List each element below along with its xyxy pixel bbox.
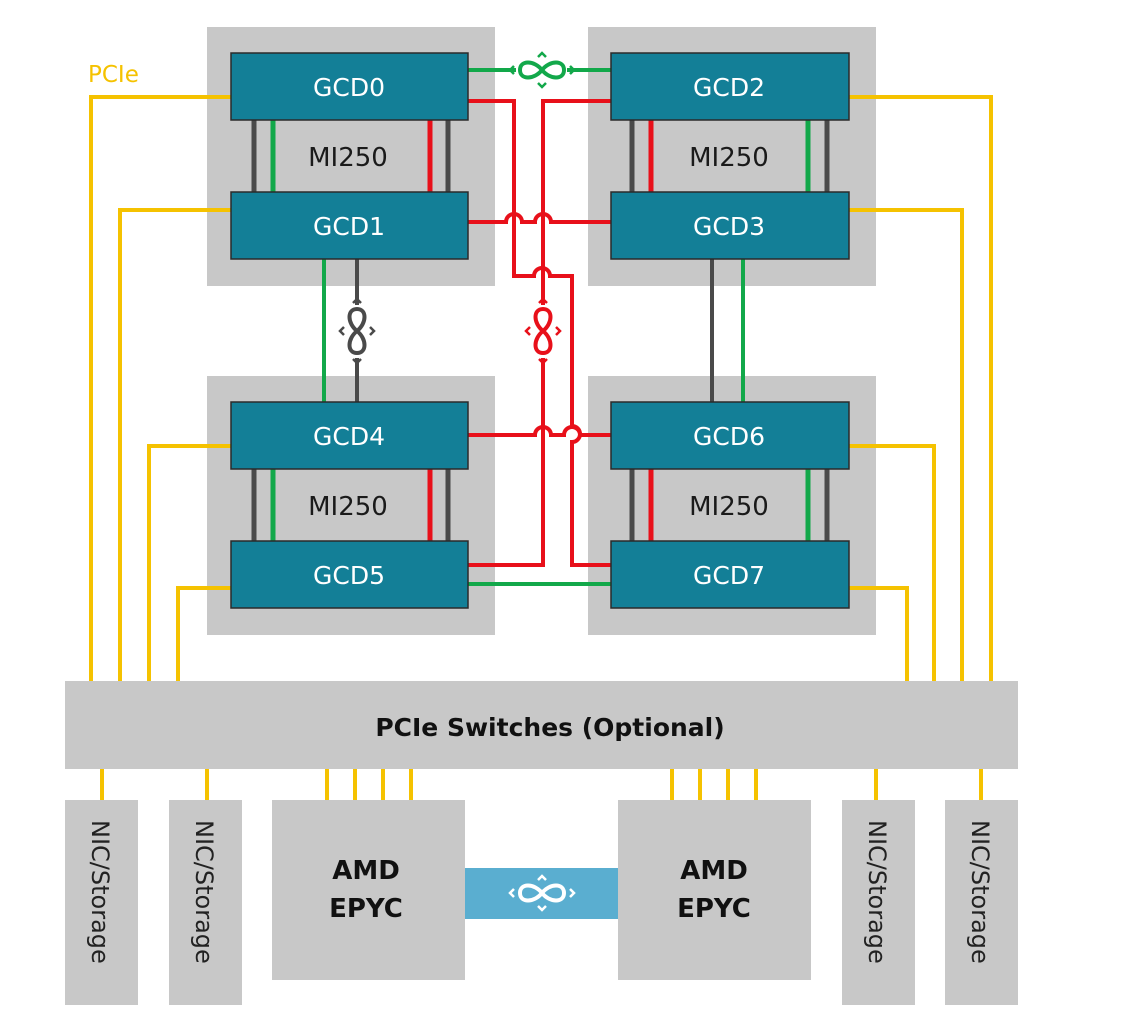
cpu-epyc-2: AMD EPYC	[618, 800, 811, 980]
cpu-epyc-2-line1: AMD	[680, 856, 748, 886]
infinity-fabric-icon-green	[508, 51, 576, 89]
nic-storage-2: NIC/Storage	[169, 800, 242, 1005]
nic-storage-3: NIC/Storage	[842, 800, 915, 1005]
gcd-1-label: GCD1	[313, 212, 385, 241]
gcd-5-label: GCD5	[313, 561, 385, 590]
gcd-0: GCD0	[230, 52, 469, 121]
gcd-6-label: GCD6	[693, 422, 765, 451]
inter-package-links	[322, 68, 745, 586]
gcd-6: GCD6	[610, 401, 850, 470]
gcd-7: GCD7	[610, 540, 850, 609]
gcd-7-label: GCD7	[693, 561, 765, 590]
pcie-links	[89, 95, 993, 800]
mi250-package-4-label: MI250	[689, 492, 769, 522]
mi250-package-3-label: MI250	[308, 492, 388, 522]
gcd-2-label: GCD2	[693, 73, 765, 102]
gcd-3: GCD3	[610, 191, 850, 260]
gcd-3-label: GCD3	[693, 212, 765, 241]
nic-storage-1: NIC/Storage	[65, 800, 138, 1005]
infinity-fabric-icon-red	[524, 297, 562, 365]
gcd-4-label: GCD4	[313, 422, 385, 451]
cpu-epyc-1-line1: AMD	[332, 856, 400, 886]
gcd-2: GCD2	[610, 52, 850, 121]
cpu-epyc-1: AMD EPYC	[272, 800, 465, 980]
gcd-1: GCD1	[230, 191, 469, 260]
cpu-epyc-1-line2: EPYC	[329, 894, 403, 924]
nic-storage-3-label: NIC/Storage	[863, 820, 891, 964]
pcie-legend-label: PCIe	[88, 62, 139, 88]
nic-storage-4-label: NIC/Storage	[966, 820, 994, 964]
gcd-4: GCD4	[230, 401, 469, 470]
cpu-epyc-2-line2: EPYC	[677, 894, 751, 924]
intra-package-links	[251, 119, 830, 541]
infinity-fabric-icon-gray	[338, 297, 376, 365]
pcie-switch-block	[65, 681, 1018, 769]
infinity-fabric-icon-blue	[508, 874, 576, 912]
nic-storage-1-label: NIC/Storage	[86, 820, 114, 964]
pcie-switch-label: PCIe Switches (Optional)	[375, 713, 724, 742]
nic-storage-2-label: NIC/Storage	[190, 820, 218, 964]
gcd-5: GCD5	[230, 540, 469, 609]
mi250-package-1-label: MI250	[308, 143, 388, 173]
nic-storage-4: NIC/Storage	[945, 800, 1018, 1005]
gcd-0-label: GCD0	[313, 73, 385, 102]
mi250-package-2-label: MI250	[689, 143, 769, 173]
